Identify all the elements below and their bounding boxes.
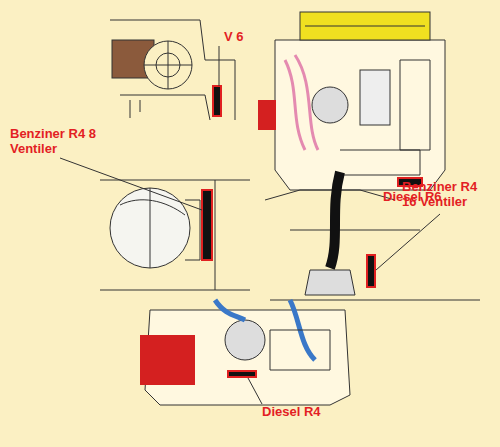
filter-housing — [110, 188, 190, 268]
engine-label: Diesel R4 — [262, 405, 321, 420]
number-marker — [367, 255, 375, 287]
diesel-r4-panel — [140, 300, 350, 405]
filter — [360, 70, 390, 125]
engine-block — [275, 40, 445, 190]
frame-lines — [100, 180, 250, 290]
r4-8v-panel — [60, 158, 250, 290]
red-parts — [258, 100, 276, 130]
engine-label: V 6 — [224, 30, 244, 45]
leader-line — [60, 158, 202, 210]
pulley — [225, 320, 265, 360]
detail-lines — [340, 60, 430, 175]
number-marker — [228, 371, 256, 377]
frame-lines — [110, 20, 235, 120]
number-marker — [213, 86, 221, 116]
cover-line — [305, 26, 425, 27]
engine-label: Benziner R4 16 Ventiler — [402, 180, 488, 210]
detail-lines — [130, 41, 192, 118]
number-marker — [202, 190, 212, 260]
hose — [330, 172, 340, 268]
v6-panel — [110, 20, 235, 120]
pump — [312, 87, 348, 123]
leader-line — [376, 214, 440, 270]
cam-cover — [300, 12, 430, 40]
red-parts — [140, 335, 195, 385]
bracket — [185, 200, 200, 260]
leader-line — [219, 46, 220, 86]
diesel-r6-panel — [258, 12, 445, 190]
mount — [305, 270, 355, 295]
leader-line — [248, 378, 262, 404]
engine-label: Benziner R4 8 Ventiler — [10, 127, 96, 157]
detail-lines — [270, 330, 330, 370]
